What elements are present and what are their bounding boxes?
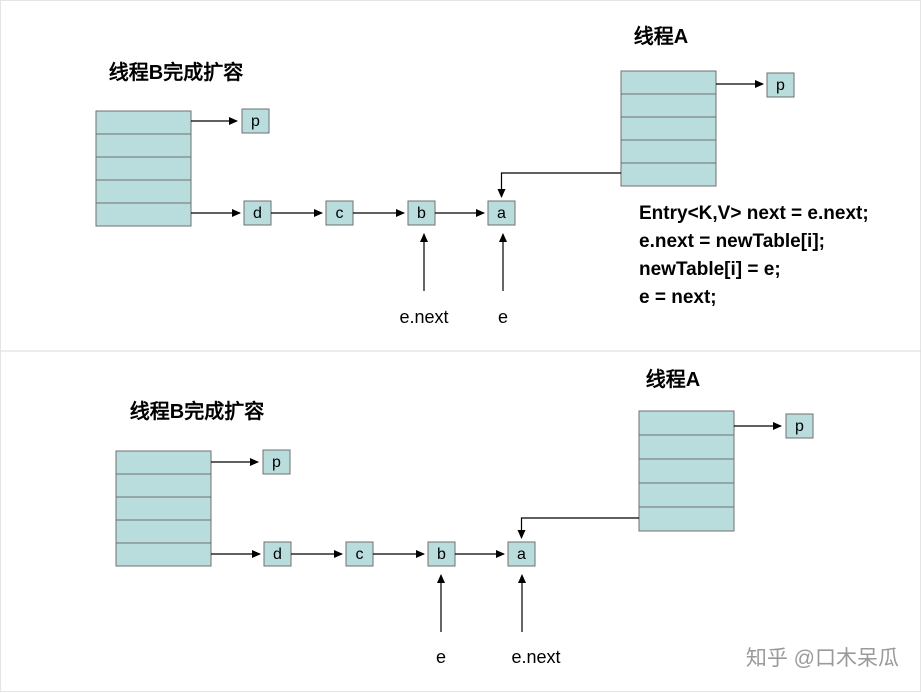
table-outline <box>95 110 192 227</box>
table-outline <box>638 410 735 532</box>
code-line: Entry<K,V> next = e.next; <box>639 203 869 224</box>
node-label: c <box>356 546 364 563</box>
node-label: p <box>795 418 804 435</box>
node-box <box>263 541 292 567</box>
node-d: d <box>243 200 272 226</box>
thread-b-table <box>115 450 212 567</box>
arrow-threadA-to-a <box>497 172 621 198</box>
code-line: newTable[i] = e; <box>639 259 781 280</box>
pointer-label-enext: e.next <box>511 647 560 667</box>
node-d: d <box>263 541 292 567</box>
thread-a-title: 线程A <box>646 367 700 391</box>
node-box <box>487 200 516 226</box>
node-label: p <box>776 77 785 94</box>
pointer-label-e: e <box>436 647 446 667</box>
thread-a-table <box>620 70 717 187</box>
node-b: b <box>427 541 456 567</box>
thread-a-table <box>638 410 735 532</box>
node-box <box>325 200 354 226</box>
node-label: b <box>437 546 446 563</box>
node-box <box>507 541 536 567</box>
node-b: b <box>407 200 436 226</box>
watermark: 知乎 @口木呆瓜 <box>746 647 899 670</box>
node-p-right: p <box>766 72 795 98</box>
code-line: e = next; <box>639 287 717 308</box>
node-p-left: p <box>262 449 291 475</box>
node-box <box>345 541 374 567</box>
node-label: p <box>272 454 281 471</box>
node-label: d <box>253 205 262 222</box>
node-c: c <box>325 200 354 226</box>
node-c: c <box>345 541 374 567</box>
node-box <box>785 413 814 439</box>
thread-b-title: 线程B完成扩容 <box>109 60 243 84</box>
node-box <box>766 72 795 98</box>
node-p-right: p <box>785 413 814 439</box>
thread-a-title: 线程A <box>634 24 688 48</box>
node-label: d <box>273 546 282 563</box>
node-box <box>427 541 456 567</box>
node-label: a <box>497 205 506 222</box>
code-line: e.next = newTable[i]; <box>639 231 825 252</box>
node-a: a <box>487 200 516 226</box>
arrow-threadA-to-a <box>517 517 639 539</box>
node-label: p <box>251 113 260 130</box>
node-box <box>262 449 291 475</box>
node-label: b <box>417 205 426 222</box>
node-a: a <box>507 541 536 567</box>
panel-bottom: 线程B完成扩容 线程A p d c b <box>115 367 899 670</box>
pointer-label-enext: e.next <box>399 307 448 327</box>
code-block: Entry<K,V> next = e.next; e.next = newTa… <box>639 203 869 308</box>
panel-top: 线程B完成扩容 线程A p d c b <box>95 24 869 327</box>
table-outline <box>620 70 717 187</box>
pointer-label-e: e <box>498 307 508 327</box>
node-p-left: p <box>241 108 270 134</box>
thread-b-title: 线程B完成扩容 <box>130 399 264 423</box>
thread-b-table <box>95 110 192 227</box>
node-box <box>241 108 270 134</box>
node-label: a <box>517 546 526 563</box>
node-label: c <box>336 205 344 222</box>
table-outline <box>115 450 212 567</box>
